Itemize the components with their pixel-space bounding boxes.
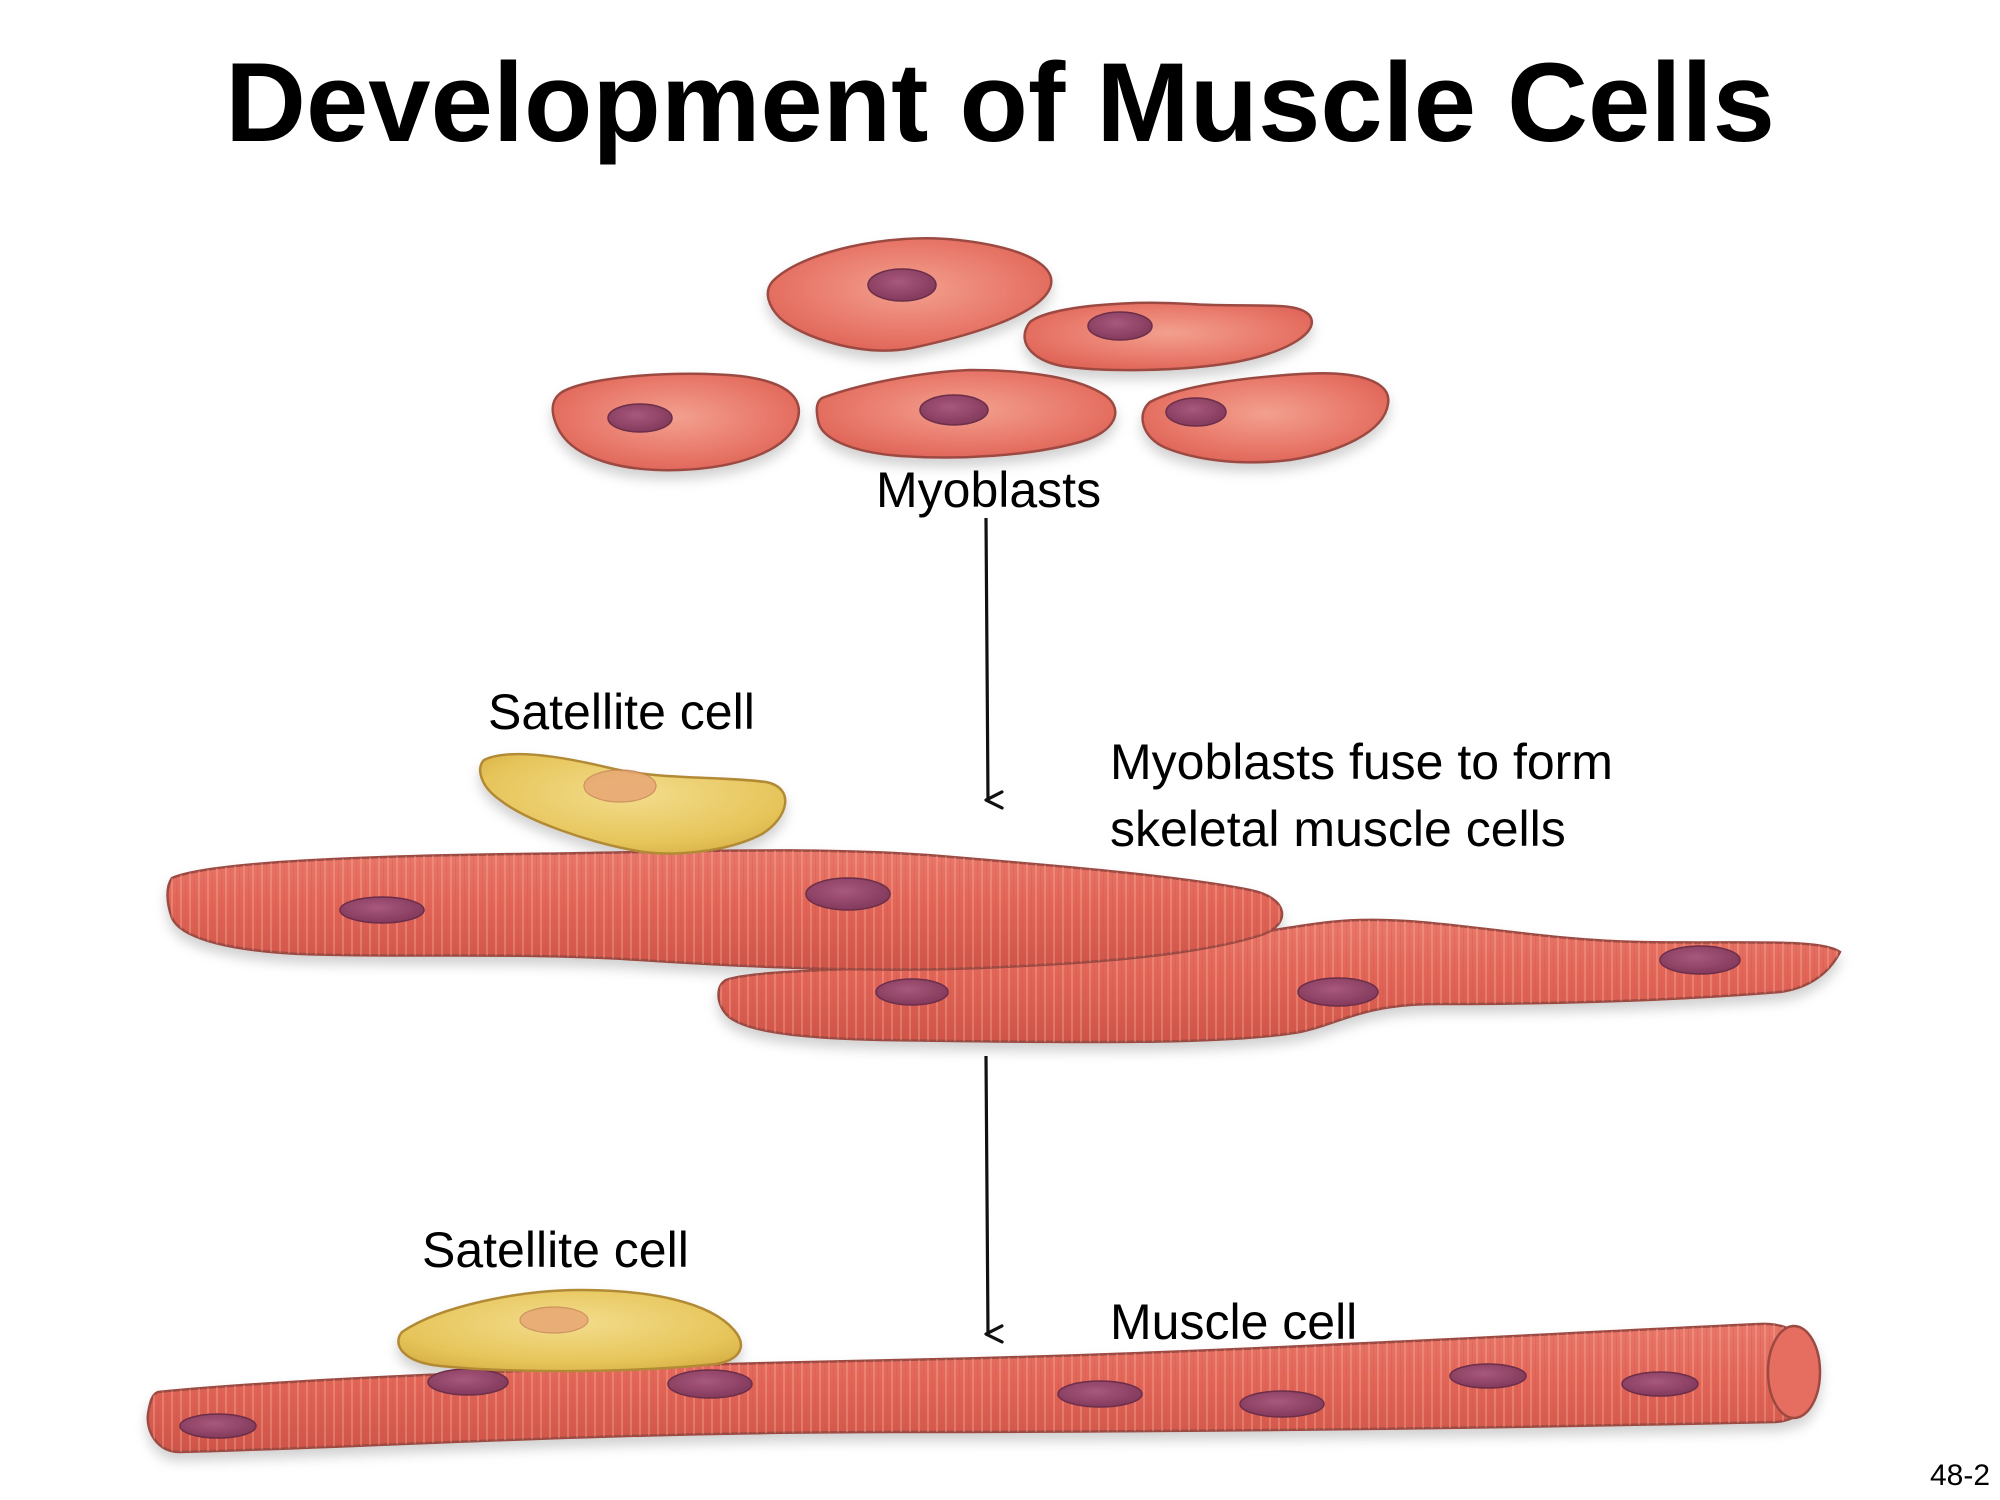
label-myoblasts: Myoblasts: [876, 462, 1102, 518]
nucleus: [805, 877, 891, 911]
myoblast-cell-3: [551, 372, 801, 472]
arrow-fusion-to-muscle-cell: [984, 1055, 1004, 1344]
label-fusion-line-2: skeletal muscle cells: [1110, 801, 1566, 857]
fusing-muscle-cells: [166, 752, 1842, 1044]
myoblast-nucleus: [1165, 397, 1227, 427]
myoblast-cell-4: [815, 368, 1117, 459]
arrow-myoblasts-to-fusion: [984, 517, 1004, 810]
nucleus: [1297, 977, 1379, 1007]
myoblast-nucleus: [867, 268, 937, 302]
label-satellite-cell-bottom: Satellite cell: [422, 1222, 689, 1278]
label-fusion-line-1: Myoblasts fuse to form: [1110, 734, 1613, 790]
label-satellite-cell-top: Satellite cell: [488, 684, 755, 740]
nucleus: [1239, 1390, 1325, 1418]
nucleus: [1659, 945, 1741, 975]
nucleus: [1621, 1371, 1699, 1397]
satellite-cell-bottom: [397, 1288, 743, 1373]
myoblast-group: [551, 237, 1390, 472]
satellite-nucleus: [519, 1306, 589, 1334]
myoblast-cell-1: [766, 237, 1053, 352]
myoblast-cell-5: [1141, 372, 1390, 464]
nucleus: [875, 978, 949, 1006]
fused-fiber-upper: [166, 849, 1284, 971]
mature-muscle-cell: [146, 1288, 1822, 1454]
satellite-cell-top: [479, 752, 787, 855]
myoblast-nucleus: [1087, 311, 1153, 341]
slide-title: Development of Muscle Cells: [225, 40, 1775, 165]
page-number: 48-2: [1930, 1459, 1991, 1492]
nucleus: [427, 1368, 509, 1396]
satellite-nucleus: [583, 769, 657, 803]
fiber-end-cap: [1766, 1324, 1822, 1420]
nucleus: [1449, 1363, 1527, 1389]
nucleus: [1057, 1380, 1143, 1408]
label-muscle-cell: Muscle cell: [1110, 1294, 1358, 1350]
myoblast-cell-2: [1023, 301, 1313, 372]
nucleus: [667, 1369, 753, 1399]
myoblast-nucleus: [919, 394, 989, 426]
myoblast-nucleus: [607, 403, 673, 433]
nucleus: [179, 1413, 257, 1439]
nucleus: [339, 896, 425, 924]
